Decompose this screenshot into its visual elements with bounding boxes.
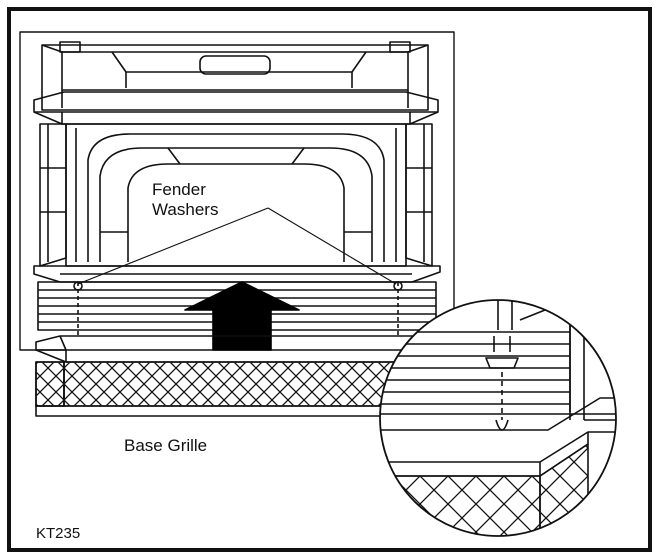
magnifier-circle — [379, 299, 617, 537]
figure-code: KT235 — [36, 525, 81, 542]
washer-leaders — [77, 207, 397, 285]
insert-top — [41, 41, 429, 111]
base-grille-label: Base Grille — [124, 436, 208, 455]
fender-label: Fender — [152, 180, 206, 199]
firebox-body — [39, 123, 433, 267]
up-arrow-icon — [184, 281, 300, 351]
washers-label: Washers — [152, 200, 219, 219]
top-ledge — [33, 91, 439, 125]
figure-frame — [7, 7, 652, 552]
